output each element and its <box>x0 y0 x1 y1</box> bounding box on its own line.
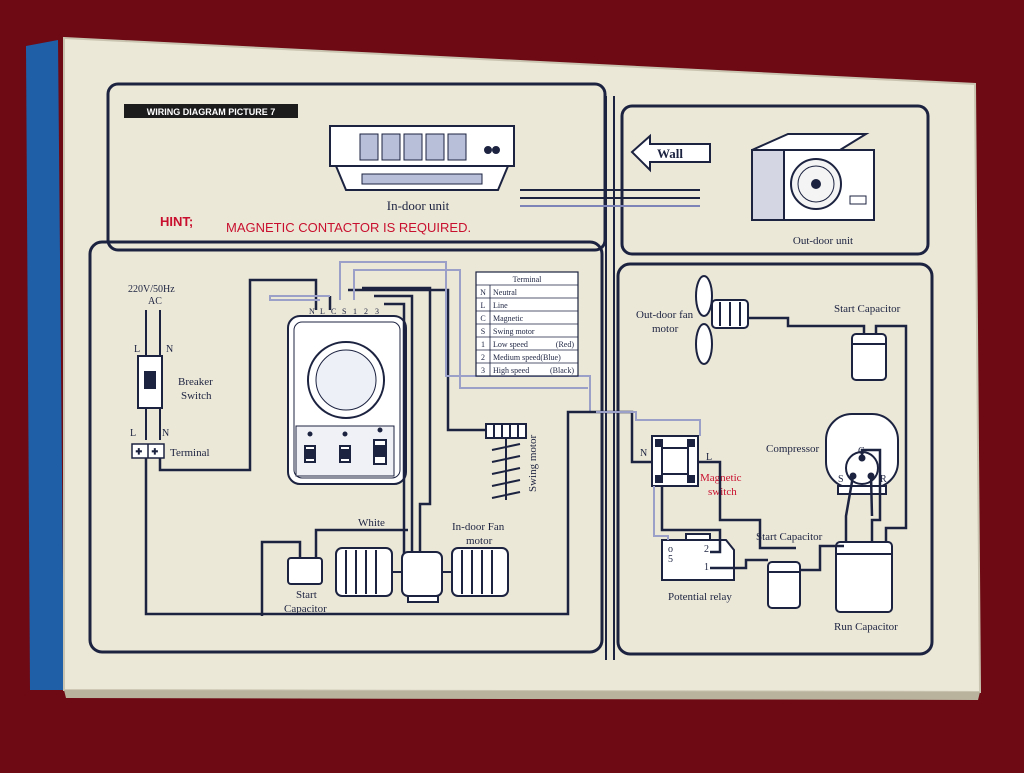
terminal-table-color: (Black) <box>550 366 574 375</box>
terminal-table-desc: High speed <box>493 366 529 375</box>
run-capacitor-label: Run Capacitor <box>834 621 898 633</box>
breaker-n-top: N <box>166 344 173 355</box>
outdoor-unit-drawing <box>751 133 875 221</box>
terminal-table-key: C <box>480 314 485 323</box>
terminal-table-key: 2 <box>481 353 485 362</box>
wall-arrow-icon <box>630 133 711 173</box>
relay-pin-2: 2 <box>704 544 709 555</box>
box-side-edge <box>26 40 64 690</box>
compressor-label: Compressor <box>766 443 820 455</box>
svg-text:+: + <box>136 447 142 458</box>
terminal-table-key: N <box>480 288 486 297</box>
indoor-fan-motor-drawing <box>335 547 509 603</box>
wall-controller <box>287 315 407 485</box>
breaker-switch <box>137 355 163 409</box>
title-badge-text: WIRING DIAGRAM PICTURE 7 <box>147 107 276 117</box>
indoor-capacitor-label-1: Start <box>296 589 317 601</box>
terminal-table-key: 3 <box>481 366 485 375</box>
terminal-table-key: L <box>481 301 486 310</box>
terminal-table-header: Terminal <box>513 275 543 284</box>
terminal-table-desc: Swing motor <box>493 327 535 336</box>
panel-frames <box>88 82 934 656</box>
terminal-table-key: S <box>481 327 485 336</box>
outdoor-fan-label-2: motor <box>652 323 679 335</box>
terminal-table-desc: Magnetic <box>493 314 524 323</box>
controller-pin-3: 3 <box>375 307 379 316</box>
relay-pin-5-mark: o <box>668 544 673 555</box>
outdoor-fan-label-1: Out-door fan <box>636 309 694 321</box>
potential-relay-label: Potential relay <box>668 591 732 603</box>
indoor-unit-drawing <box>329 125 515 191</box>
terminal-table-desc: Low speed <box>493 340 528 349</box>
indoor-wires <box>144 278 586 616</box>
box-bottom-edge <box>64 690 980 700</box>
outdoor-wires <box>586 316 908 572</box>
outdoor-unit-label: Out-door unit <box>793 235 853 247</box>
controller-pin-2: 2 <box>364 307 368 316</box>
run-capacitor-drawing <box>835 541 893 613</box>
outdoor-fan-motor-drawing <box>695 275 749 365</box>
magnetic-switch-drawing <box>651 435 699 487</box>
start-capacitor-top-label: Start Capacitor <box>834 303 901 315</box>
indoor-fan-label-1: In-door Fan <box>452 521 505 533</box>
start-capacitor-bottom-label: Start Capacitor <box>756 531 823 543</box>
white-wire-label: White <box>358 517 385 529</box>
controller-pin-n: N <box>309 307 315 316</box>
indoor-wires-light <box>269 261 591 412</box>
indoor-fan-label-2: motor <box>466 535 493 547</box>
terminal-table-desc: Medium speed(Blue) <box>493 353 561 362</box>
compressor-pin-r: R <box>880 474 887 485</box>
controller-pin-l: L <box>320 307 325 316</box>
indoor-start-capacitor-drawing <box>287 557 323 585</box>
supply-terminal-label: Terminal <box>170 447 210 459</box>
terminal-table-desc: Neutral <box>493 288 518 297</box>
start-capacitor-top-drawing <box>851 333 887 381</box>
panel-indoor-wiring <box>88 240 604 654</box>
start-capacitor-bottom-drawing <box>767 561 801 609</box>
hint-text: MAGNETIC CONTACTOR IS REQUIRED. <box>226 220 471 235</box>
wall-label: Wall <box>657 146 683 161</box>
terminal-n: N <box>162 428 169 439</box>
relay-pin-5: 5 <box>668 554 673 565</box>
swing-motor-drawing <box>485 423 527 500</box>
magnetic-switch-label-2: switch <box>708 486 737 498</box>
potential-relay-drawing <box>661 533 735 581</box>
svg-text:+: + <box>152 447 158 458</box>
terminal-table-desc: Line <box>493 301 508 310</box>
switch-label: Switch <box>181 390 212 402</box>
terminal-table-color: (Red) <box>556 340 575 349</box>
pipe-lines <box>520 189 700 207</box>
terminal-l: L <box>130 428 136 439</box>
indoor-capacitor-label-2: Capacitor <box>284 603 327 615</box>
controller-pin-s: S <box>342 307 346 316</box>
breaker-l-top: L <box>134 344 140 355</box>
magnetic-switch-l: L <box>706 452 712 463</box>
terminal-table-key: 1 <box>481 340 485 349</box>
supply-voltage: 220V/50Hz <box>128 284 175 295</box>
outdoor-wires-light <box>596 411 701 540</box>
swing-motor-label: Swing motor <box>527 435 539 492</box>
relay-pin-1: 1 <box>704 562 709 573</box>
panel-outdoor-wiring <box>616 262 934 656</box>
title-badge <box>124 104 298 118</box>
supply-wires <box>145 310 161 440</box>
breaker-label: Breaker <box>178 376 213 388</box>
panel-outdoor-unit <box>620 104 930 256</box>
magnetic-switch-n: N <box>640 448 647 459</box>
hint-prefix: HINT; <box>160 214 193 229</box>
supply-terminal-block: + + <box>131 443 165 459</box>
controller-pin-c: C <box>331 307 336 316</box>
supply-ac: AC <box>148 296 162 307</box>
compressor-pin-s: S <box>838 474 844 485</box>
indoor-unit-label: In-door unit <box>387 198 450 213</box>
controller-pin-1: 1 <box>353 307 357 316</box>
